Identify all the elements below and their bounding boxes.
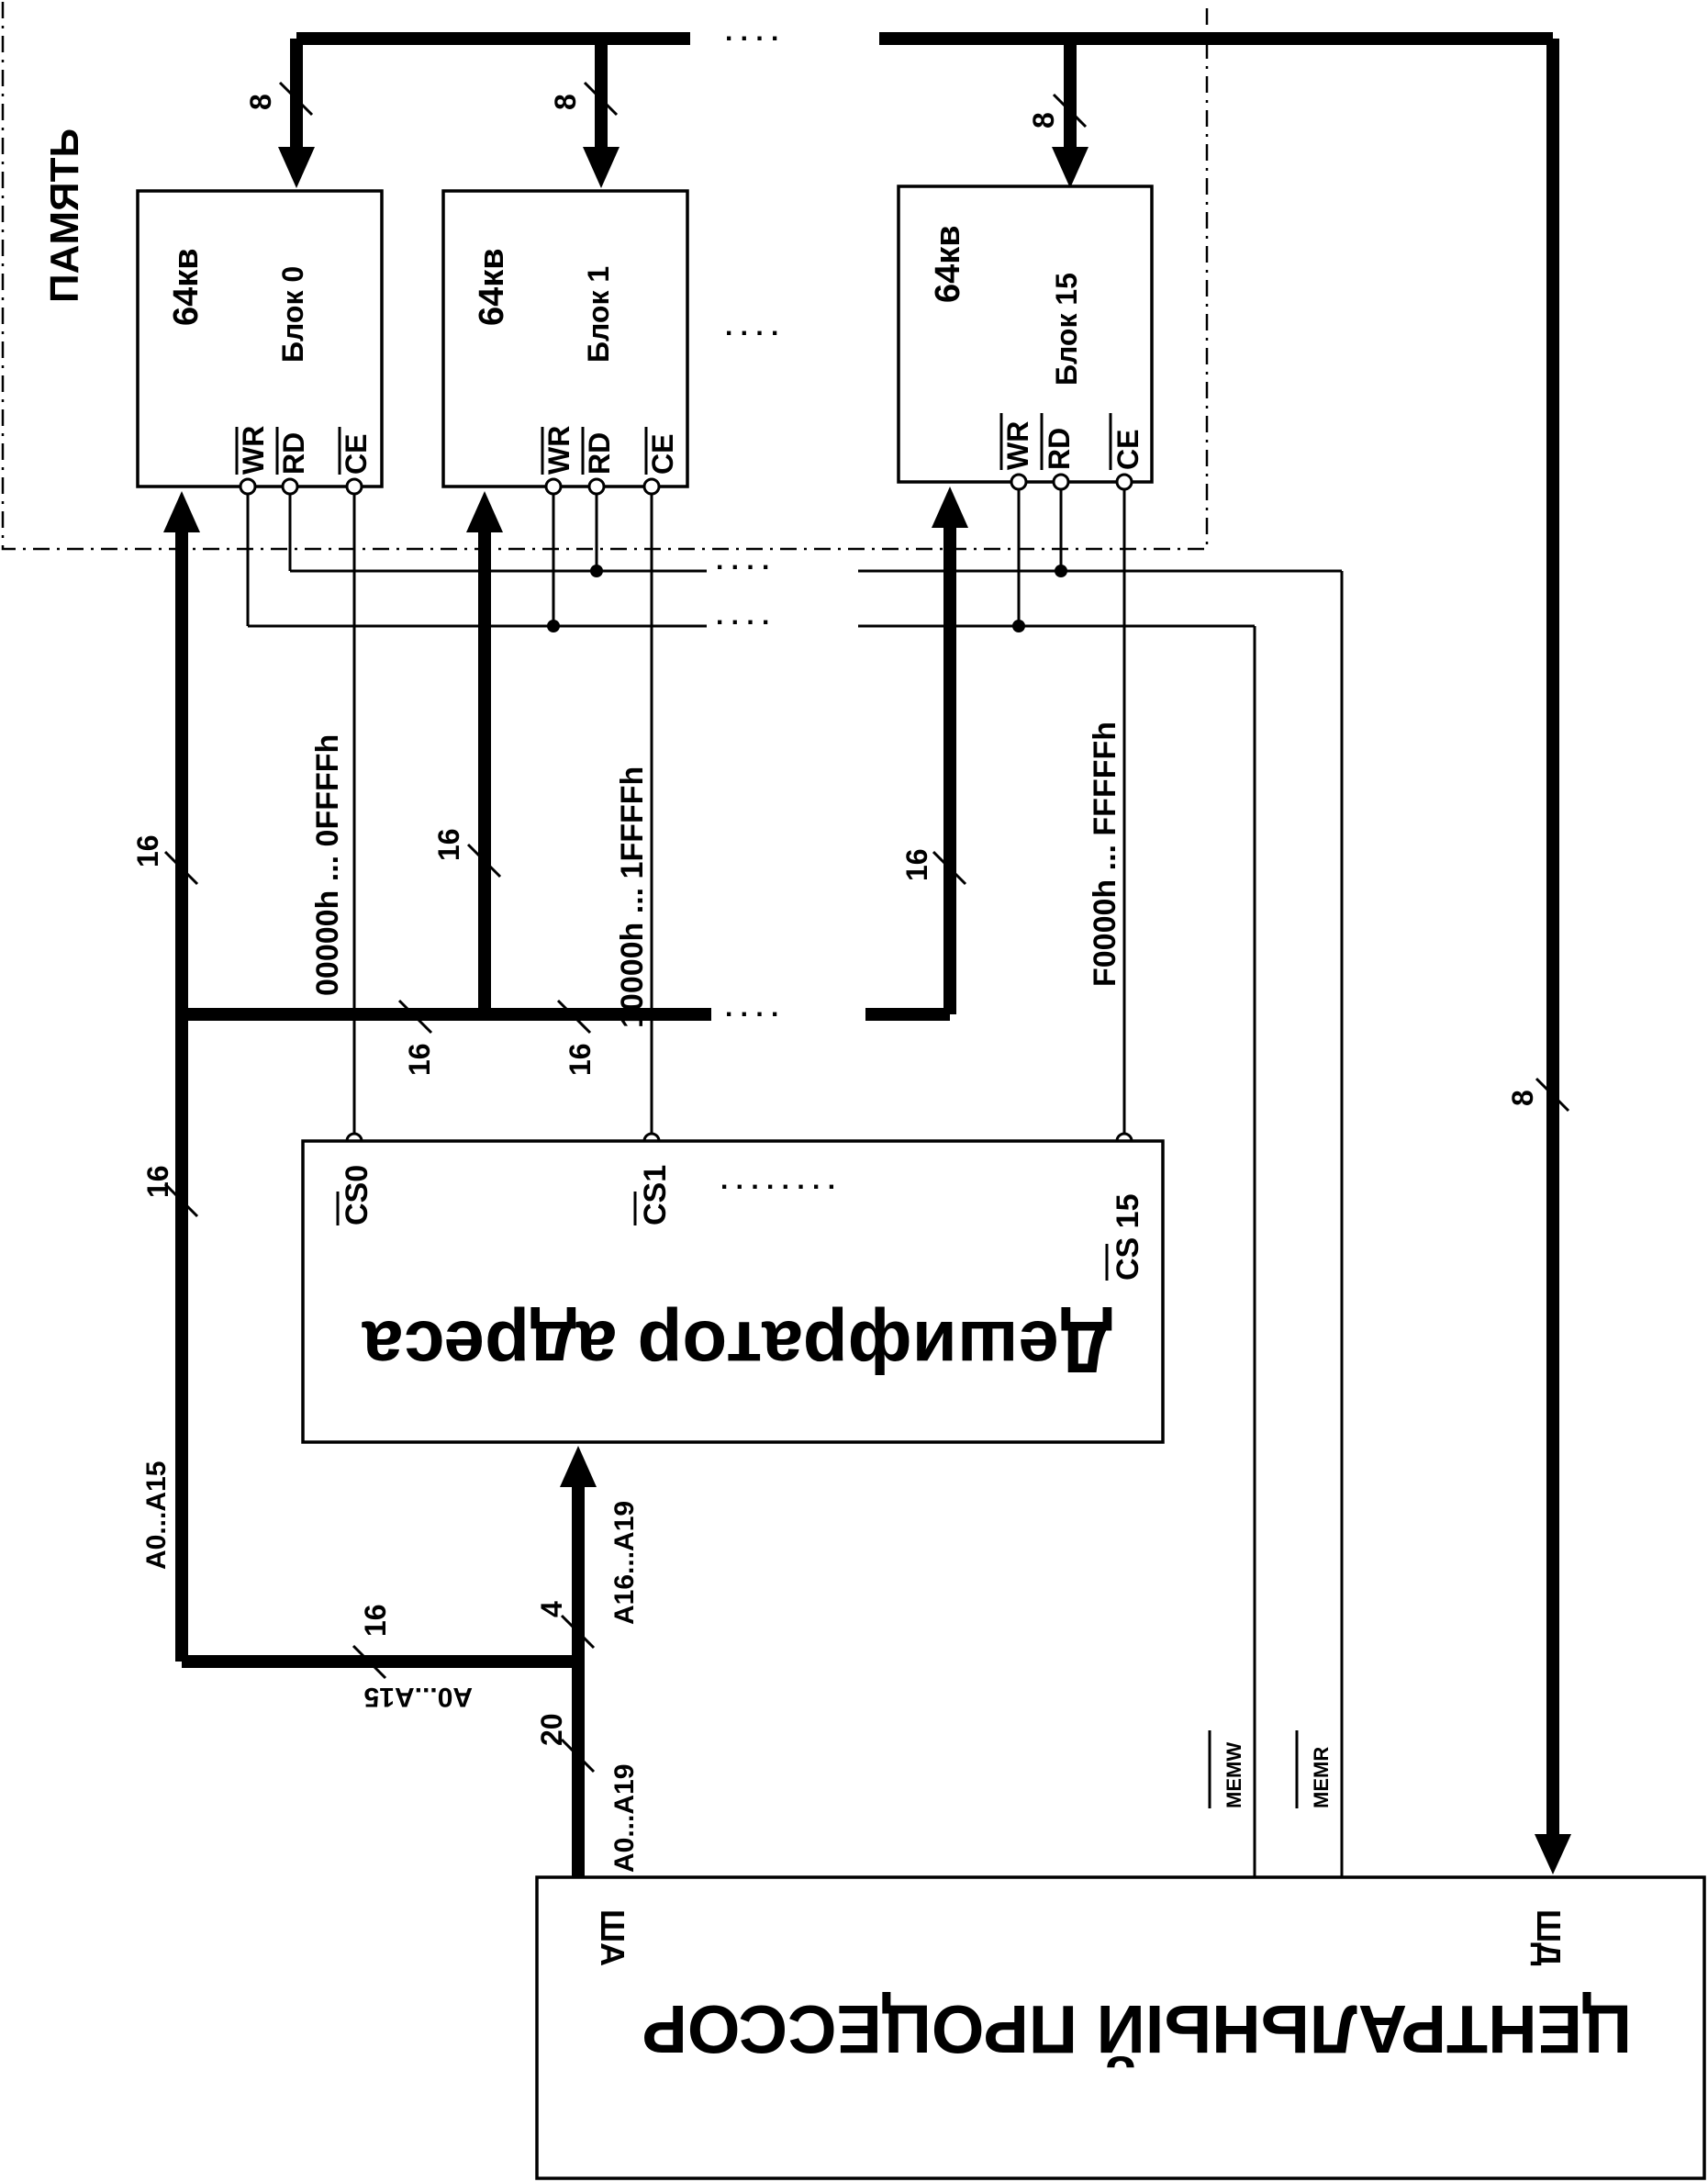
a0-a15-bottom-label: A0...A15 [364,1682,473,1712]
block-name: Блок 0 [276,266,309,363]
addr-width-label: 16 [900,848,933,881]
block-1-range: 10000h ... 1FFFFh [615,766,650,1028]
memory-block-1: 64кв Блок 1 WR RD CE [441,189,689,488]
ce-pin-label: CE [340,434,373,475]
block-size: 64кв [929,225,967,303]
block-15-range: F0000h ... FFFFFh [1088,722,1122,987]
wr-pin-label: WR [237,426,270,475]
addr-width-4-label: 4 [535,1601,568,1617]
address-decoder: CS0 CS1 CS 15 . . . . . . . . Дешифратор… [301,1139,1165,1444]
memw-label: MEMW [1222,1742,1245,1808]
addr-width-label: 16 [359,1604,392,1637]
control-lines: . . . . . . . . [239,473,1344,1877]
wr-pin-label: WR [1001,421,1034,470]
rd-ellipsis: . . . . [716,545,769,576]
a0-a15-label: A0...A15 [141,1461,172,1570]
decoder-outputs-ellipsis: . . . . . . . . [720,1165,835,1195]
decoder-title: Дешифратор адреса [362,1306,1112,1388]
rd-pin-label: RD [1043,428,1076,470]
ce-pin-label: CE [646,434,679,475]
chip-select-lines: 00000h ... 0FFFFh 10000h ... 1FFFFh F000… [310,489,1133,1150]
memory-block-15: 64кв Блок 15 WR RD CE [897,185,1154,484]
data-bus-ellipsis: . . . . [725,17,778,47]
memr-label: MEMR [1310,1747,1333,1808]
block-name: Блок 1 [582,266,615,363]
rd-pin-label: RD [583,432,616,475]
wr-ellipsis: . . . . [716,600,769,631]
addr-width-label: 16 [564,1043,597,1076]
memory-frame: ПАМЯТЬ [1,2,1209,551]
addr-width-20-label: 20 [535,1713,568,1746]
address-bus-label: ША [594,1909,631,1966]
data-width-label: 8 [1506,1090,1539,1106]
address-bus-ellipsis: . . . . [725,992,778,1023]
cs1-label: CS1 [638,1165,673,1225]
wr-pin-label: WR [542,426,575,475]
data-bus: . . . . 8 8 8 8 [244,17,1571,1874]
addr-width-label: 16 [131,834,164,867]
address-bus-16: . . . . 16 16 16 16 16 16 16 A0...A15 A0… [131,487,968,1712]
cs0-label: CS0 [340,1165,374,1225]
cpu-address-bus: 4 20 A16...A19 A0...A19 MEMW MEMR [535,1446,1333,1877]
addr-width-label: 16 [141,1165,174,1198]
cs15-label: CS 15 [1111,1194,1145,1281]
addr-width-label: 16 [432,828,465,861]
a16-a19-label: A16...A19 [609,1501,640,1625]
ce-pin-label: CE [1111,430,1144,470]
data-width-label: 8 [244,94,277,110]
addr-width-label: 16 [403,1043,436,1076]
data-bus-label: ШД [1530,1909,1568,1966]
rd-pin-label: RD [277,432,310,475]
block-0-range: 00000h ... 0FFFFh [310,734,345,996]
cpu-title: ЦЕНТРАЛЬНЫЙ ПРОЦЕССОР [642,1991,1633,2068]
block-name: Блок 15 [1050,273,1083,386]
memory-block-0: 64кв Блок 0 WR RD CE [136,189,384,488]
data-width-label: 8 [1027,112,1060,129]
cpu: ША ШД ЦЕНТРАЛЬНЫЙ ПРОЦЕССОР [535,1875,1706,2180]
blocks-ellipsis: . . . . [725,311,778,341]
memory-title: ПАМЯТЬ [42,129,87,303]
block-size: 64кв [473,248,511,326]
a0-a19-label: A0...A19 [609,1764,640,1873]
data-width-label: 8 [549,94,582,110]
block-size: 64кв [167,248,206,326]
